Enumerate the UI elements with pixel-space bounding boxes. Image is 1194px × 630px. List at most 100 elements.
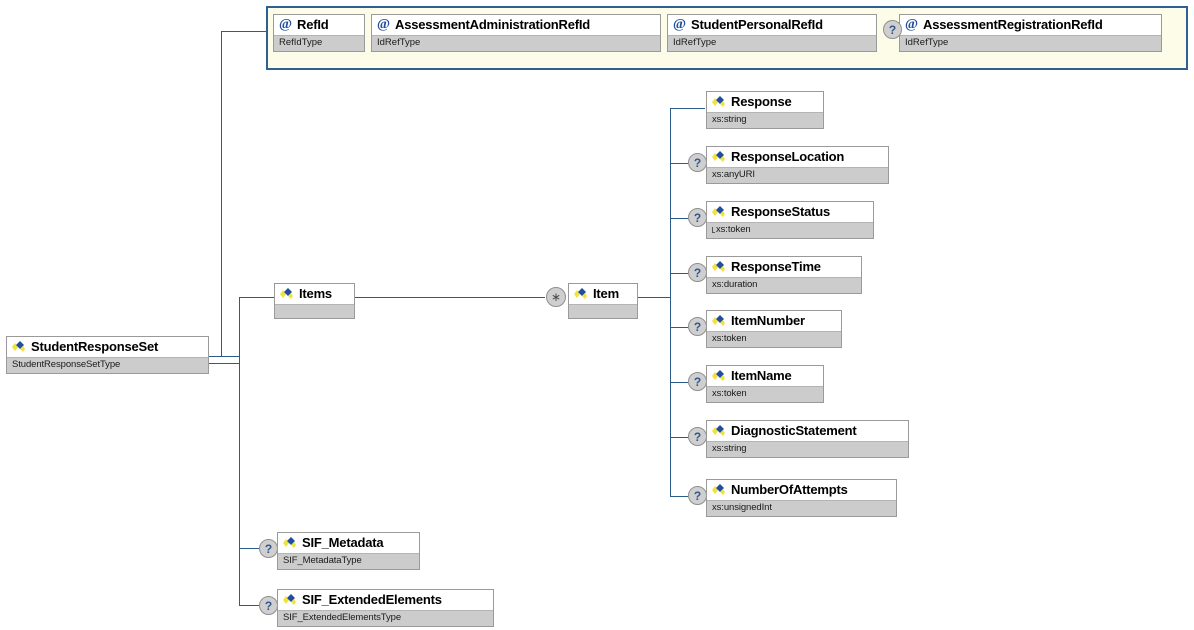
- node-name-row: ItemNumber: [707, 311, 841, 331]
- node-name-row: SIF_ExtendedElements: [278, 590, 493, 610]
- node-sif-extendedelements[interactable]: SIF_ExtendedElements SIF_ExtendedElement…: [277, 589, 494, 627]
- connector-attr-horizontal: [221, 31, 266, 32]
- optional-marker-icon: ?: [259, 539, 278, 558]
- connector-trunk-attributes: [221, 31, 222, 357]
- node-label: StudentResponseSet: [31, 339, 159, 354]
- connector-child-itemnumber: [670, 327, 688, 328]
- node-response[interactable]: Response xs:string: [706, 91, 824, 129]
- node-label: DiagnosticStatement: [731, 423, 857, 438]
- optional-marker-icon: ?: [688, 372, 707, 391]
- attribute-name-row: @ RefId: [274, 15, 364, 35]
- attribute-node-studentpersonalrefid[interactable]: @ StudentPersonalRefId IdRefType: [667, 14, 877, 52]
- connector-to-sif-extended: [239, 605, 259, 606]
- optional-marker-icon: ?: [883, 20, 902, 39]
- node-type: SIF_ExtendedElementsType: [278, 610, 493, 626]
- attribute-type: RefIdType: [274, 35, 364, 51]
- node-responselocation[interactable]: ResponseLocation xs:anyURI: [706, 146, 889, 184]
- node-items[interactable]: Items: [274, 283, 355, 319]
- attribute-node-assessmentadministrationrefid[interactable]: @ AssessmentAdministrationRefId IdRefTyp…: [371, 14, 661, 52]
- node-label: Response: [731, 94, 792, 109]
- node-sif-metadata[interactable]: SIF_Metadata SIF_MetadataType: [277, 532, 420, 570]
- node-responsetime[interactable]: ResponseTime xs:duration: [706, 256, 862, 294]
- node-name-row: ResponseTime: [707, 257, 861, 277]
- node-name-row: Items: [275, 284, 354, 304]
- element-icon: [712, 96, 725, 107]
- node-label: ResponseStatus: [731, 204, 831, 219]
- node-label: ItemNumber: [731, 313, 805, 328]
- connector-child-numberofattempts: [670, 496, 688, 497]
- node-itemnumber[interactable]: ItemNumber xs:token: [706, 310, 842, 348]
- node-itemname[interactable]: ItemName xs:token: [706, 365, 824, 403]
- connector-items-to-item: [355, 297, 545, 298]
- node-studentresponseset[interactable]: StudentResponseSet StudentResponseSetTyp…: [6, 336, 209, 374]
- optional-marker-icon: ?: [259, 596, 278, 615]
- attribute-name-row: @ StudentPersonalRefId: [668, 15, 876, 35]
- element-icon: [712, 315, 725, 326]
- element-icon: [280, 288, 293, 299]
- node-item[interactable]: Item: [568, 283, 638, 319]
- node-name-row: NumberOfAttempts: [707, 480, 896, 500]
- element-icon: [283, 537, 296, 548]
- attribute-icon: @: [905, 17, 919, 32]
- node-name-row: Response: [707, 92, 823, 112]
- node-label: ResponseLocation: [731, 149, 845, 164]
- optional-marker-icon: ?: [688, 208, 707, 227]
- attribute-name-row: @ AssessmentRegistrationRefId: [900, 15, 1161, 35]
- node-name-row: StudentResponseSet: [7, 337, 208, 357]
- node-diagnosticstatement[interactable]: DiagnosticStatement xs:string: [706, 420, 909, 458]
- element-icon: [283, 594, 296, 605]
- node-type: xs:token: [707, 386, 823, 402]
- node-type: xs:string: [707, 441, 908, 457]
- connector-child-diagnosticstatement: [670, 437, 688, 438]
- attribute-label: RefId: [297, 17, 329, 32]
- attribute-icon: @: [377, 17, 391, 32]
- attribute-node-refid[interactable]: @ RefId RefIdType: [273, 14, 365, 52]
- optional-marker-icon: ?: [688, 153, 707, 172]
- element-icon: [712, 261, 725, 272]
- attribute-node-assessmentregistrationrefid[interactable]: @ AssessmentRegistrationRefId IdRefType: [899, 14, 1162, 52]
- attribute-group-assessmentregistrationrefid: ? @ AssessmentRegistrationRefId IdRefTyp…: [883, 14, 1162, 52]
- attribute-icon: @: [279, 17, 293, 32]
- node-label: Items: [299, 286, 332, 301]
- node-type: xs:unsignedInt: [707, 500, 896, 516]
- node-name-row: DiagnosticStatement: [707, 421, 908, 441]
- node-type: xs:string: [707, 112, 823, 128]
- attribute-type: IdRefType: [900, 35, 1161, 51]
- element-icon: [712, 206, 725, 217]
- connector-root-stub: [208, 356, 240, 357]
- node-type: xs:duration: [707, 277, 861, 293]
- node-label: SIF_Metadata: [302, 535, 384, 550]
- element-icon: [712, 151, 725, 162]
- optional-marker-icon: ?: [688, 317, 707, 336]
- attribute-type: IdRefType: [668, 35, 876, 51]
- node-type: SIF_MetadataType: [278, 553, 419, 569]
- node-numberofattempts[interactable]: NumberOfAttempts xs:unsignedInt: [706, 479, 897, 517]
- element-icon: [712, 425, 725, 436]
- connector-item-stub: [637, 297, 671, 298]
- repeat-marker-icon: ∗: [546, 287, 566, 307]
- node-label: ItemName: [731, 368, 792, 383]
- attribute-icon: @: [673, 17, 687, 32]
- node-name-row: ResponseStatus: [707, 202, 873, 222]
- connector-child-itemname: [670, 382, 688, 383]
- node-label: Item: [593, 286, 619, 301]
- node-label: SIF_ExtendedElements: [302, 592, 442, 607]
- attribute-label: StudentPersonalRefId: [691, 17, 823, 32]
- node-type: xs:token: [707, 331, 841, 347]
- node-name-row: Item: [569, 284, 637, 304]
- node-responsestatus[interactable]: ResponseStatus xs:token: [706, 201, 874, 239]
- element-icon: [574, 288, 587, 299]
- node-type: StudentResponseSetType: [7, 357, 208, 373]
- connector-item-trunk: [670, 108, 671, 496]
- attribute-label: AssessmentAdministrationRefId: [395, 17, 591, 32]
- connector-to-items: [239, 297, 274, 298]
- node-type: [275, 304, 354, 318]
- optional-marker-icon: ?: [688, 427, 707, 446]
- connector-to-sif-metadata: [239, 548, 259, 549]
- node-type: xs:token: [716, 224, 751, 235]
- connector-trunk-children: [239, 297, 240, 606]
- node-type: xs:anyURI: [707, 167, 888, 183]
- node-label: ResponseTime: [731, 259, 821, 274]
- optional-marker-icon: ?: [688, 263, 707, 282]
- node-name-row: ItemName: [707, 366, 823, 386]
